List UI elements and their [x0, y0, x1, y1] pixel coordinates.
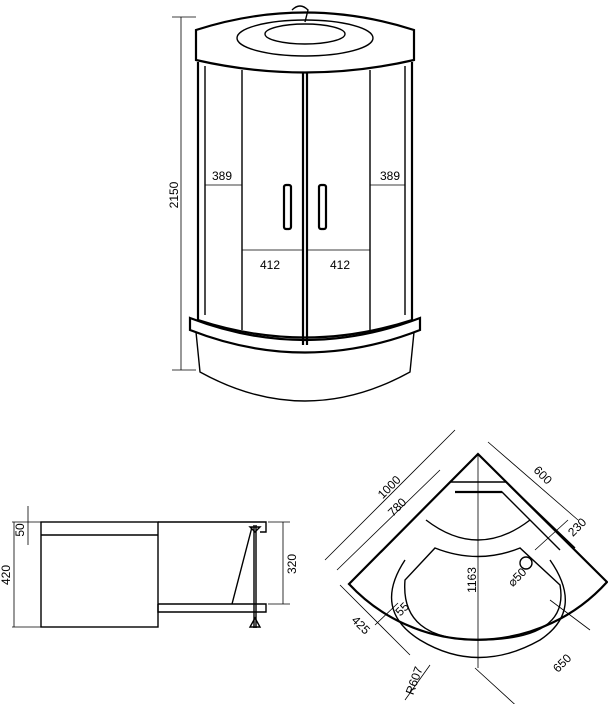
plan-view: 1000 780 600 230 ⌀50 1163 55 425 R607 65… — [324, 429, 608, 704]
drain-icon — [519, 556, 533, 570]
dim-seat-depth: 230 — [565, 515, 589, 539]
roof-lamp-outer — [236, 19, 374, 57]
dim-side-left: 389 — [212, 169, 232, 183]
dim-rim-height: 50 — [13, 523, 27, 537]
tray-front-panel — [40, 521, 159, 628]
door-handle-right — [317, 183, 328, 231]
dim-side-right: 389 — [380, 169, 400, 183]
door-handle-left — [282, 183, 293, 231]
tray-leg — [253, 525, 257, 628]
dim-tray-depth: 320 — [285, 554, 299, 574]
tray-foot — [248, 526, 262, 628]
dim-arc-radius: R607 — [403, 664, 426, 696]
roof-lamp-inner — [264, 23, 346, 45]
side-view: 420 50 320 — [0, 506, 299, 628]
dim-total-height: 420 — [0, 565, 13, 585]
dim-inner-edge: 780 — [385, 495, 409, 519]
cabin-roof — [194, 11, 416, 74]
cabin-frame — [196, 62, 414, 339]
dim-door-left: 412 — [260, 258, 280, 272]
dim-side-length: 600 — [531, 463, 555, 487]
dim-door-right: 412 — [330, 258, 350, 272]
dim-diagonal: 1163 — [465, 567, 479, 593]
panel-divider — [241, 70, 371, 330]
door-junction — [301, 72, 309, 345]
tray-rim — [188, 316, 422, 354]
shower-hose-icon — [291, 5, 309, 23]
tray-basin — [404, 547, 562, 641]
dim-diagonal-width: 650 — [550, 651, 574, 675]
dim-front-offset: 425 — [349, 613, 373, 637]
tray-body — [195, 331, 415, 402]
dim-height: 2150 — [167, 181, 181, 208]
front-view: 2150 389 389 412 412 — [167, 5, 422, 402]
